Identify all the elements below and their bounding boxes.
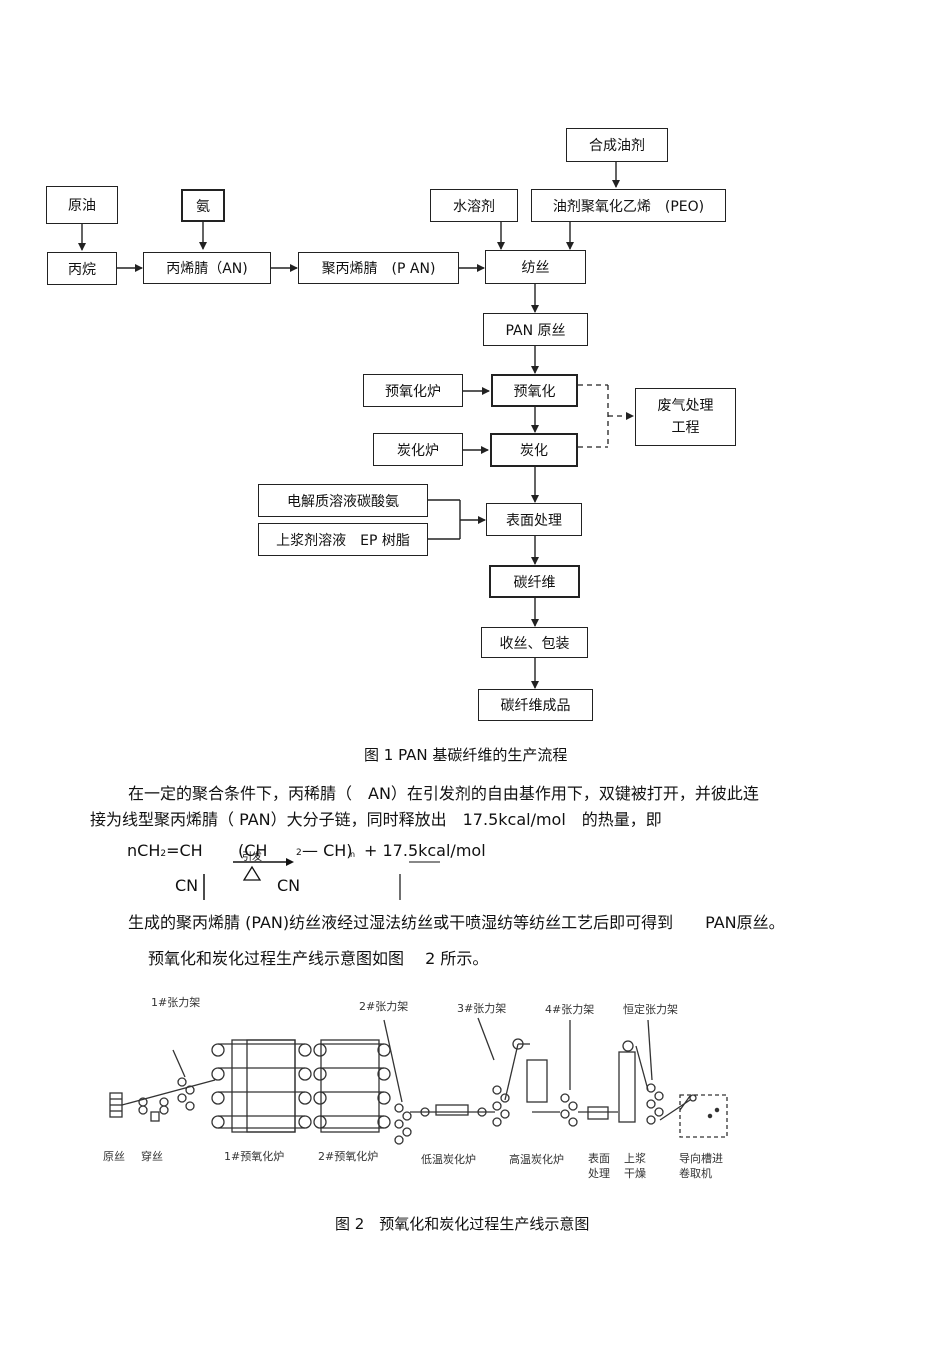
box-spinning: 纺丝: [485, 250, 586, 284]
exhaust-label-1: 废气处理: [657, 398, 714, 414]
label-guide-winder-text: 导向槽进卷取机: [679, 1152, 723, 1180]
exhaust-label-2: 工程: [671, 420, 700, 436]
box-preoxidation-furnace: 预氧化炉: [363, 374, 463, 407]
eq-nch: nCH: [127, 841, 161, 860]
box-winding-packaging: 收丝、包装: [481, 627, 588, 658]
paragraph-1-line-2: 接为线型聚丙烯腈（ PAN）大分子链，同时释放出 17.5kcal/mol 的热…: [90, 810, 662, 829]
paragraph-3: 预氧化和炭化过程生产线示意图如图 2 所示。: [148, 949, 489, 968]
figure-2-caption: 图 2 预氧化和炭化过程生产线示意图: [335, 1215, 590, 1233]
eq-ch: =CH: [166, 841, 203, 860]
figure-1-caption: 图 1 PAN 基碳纤维的生产流程: [364, 746, 568, 764]
eq-polymer-open: (CH: [238, 841, 268, 860]
eq-sub-2b: 2: [296, 848, 302, 858]
label-tension-stand-3: 3#张力架: [457, 1002, 507, 1015]
flowchart-connectors: [78, 161, 634, 689]
box-electrolyte: 电解质溶液碳酸氨: [258, 484, 428, 517]
label-preox-furnace-2: 2#预氧化炉: [318, 1150, 379, 1163]
eq-cn-right: CN: [277, 876, 301, 895]
box-ammonia: 氨: [181, 189, 225, 222]
label-sizing-drying: 上浆干燥: [624, 1151, 650, 1181]
box-oil-peo: 油剂聚氧化乙烯 (PEO): [531, 189, 726, 222]
label-tension-stand-4: 4#张力架: [545, 1003, 595, 1016]
eq-polymer-tail: — CH): [302, 841, 353, 860]
label-sizing-drying-text: 上浆干燥: [624, 1152, 646, 1180]
box-exhaust-treatment: 废气处理 工程: [635, 388, 736, 446]
label-preox-furnace-1: 1#预氧化炉: [224, 1150, 285, 1163]
label-surface-treatment-text: 表面处理: [588, 1152, 610, 1180]
box-finished-product: 碳纤维成品: [478, 689, 593, 721]
label-tension-stand-1: 1#张力架: [151, 996, 201, 1009]
eq-arrow-label: 引发: [242, 852, 262, 863]
box-synthetic-oil: 合成油剂: [566, 128, 668, 162]
box-polyacrylonitrile: 聚丙烯腈 (P AN): [298, 252, 459, 284]
label-precursor: 原丝: [103, 1150, 125, 1163]
production-line-diagram: [109, 1017, 728, 1145]
box-surface-treatment: 表面处理: [486, 503, 582, 536]
eq-sub-n: n: [350, 850, 356, 859]
eq-sub-2: 2: [160, 849, 167, 859]
eq-cn-left: CN: [175, 876, 199, 895]
label-high-temp-carbonization: 高温炭化炉: [509, 1153, 564, 1166]
label-constant-tension-stand: 恒定张力架: [623, 1003, 678, 1016]
box-sizing-agent: 上浆剂溶液 EP 树脂: [258, 523, 428, 556]
box-water-solvent: 水溶剂: [430, 189, 518, 222]
eq-heat: + 17.5kcal/mol: [364, 841, 486, 860]
label-surface-treatment: 表面处理: [588, 1151, 614, 1181]
box-carbonization-furnace: 炭化炉: [373, 433, 463, 466]
label-low-temp-carbonization: 低温炭化炉: [421, 1153, 476, 1166]
box-acrylonitrile: 丙烯腈（AN): [143, 252, 271, 284]
label-tension-stand-2: 2#张力架: [359, 1000, 409, 1013]
paragraph-1-line-1: 在一定的聚合条件下，丙稀腈（ AN）在引发剂的自由基作用下，双键被打开，并彼此连: [128, 784, 759, 803]
box-carbonization: 炭化: [490, 433, 578, 467]
label-threading: 穿丝: [141, 1150, 163, 1163]
box-crude-oil: 原油: [46, 186, 118, 224]
box-preoxidation: 预氧化: [491, 374, 578, 407]
box-carbon-fiber: 碳纤维: [489, 565, 580, 598]
eq-monomer: nCH2=CH: [127, 841, 203, 860]
box-propane: 丙烷: [47, 252, 117, 285]
box-pan-precursor: PAN 原丝: [483, 313, 588, 346]
label-guide-winder: 导向槽进卷取机: [679, 1151, 731, 1181]
paragraph-2: 生成的聚丙烯腈 (PAN)纺丝液经过湿法纺丝或干喷湿纺等纺丝工艺后即可得到 PA…: [128, 913, 785, 932]
